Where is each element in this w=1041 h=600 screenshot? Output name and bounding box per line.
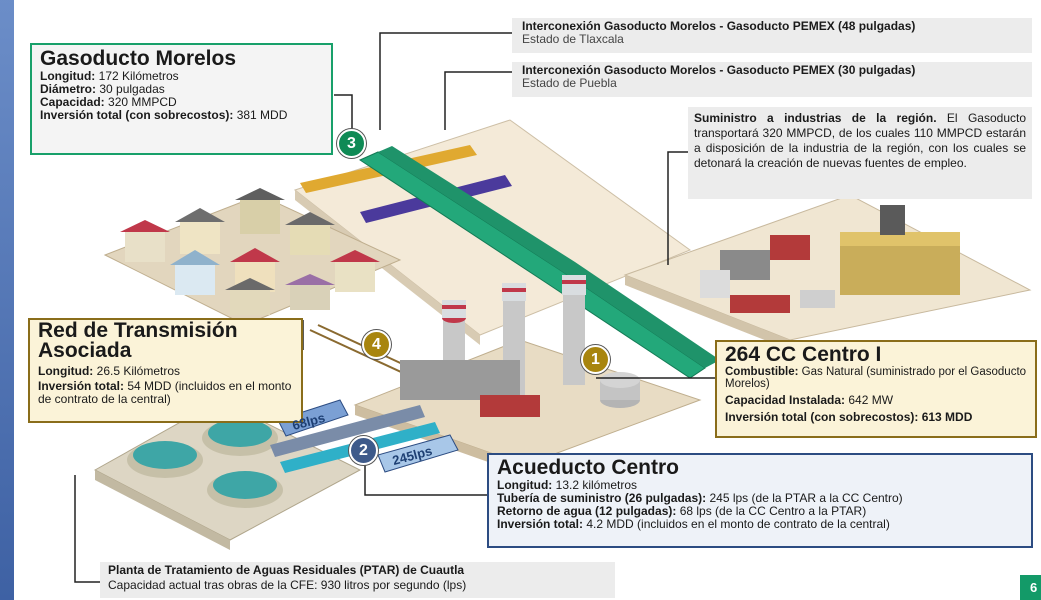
gasoducto-diametro-value: 30 pulgadas [96, 82, 165, 96]
red-inversion-label: Inversión total: [38, 379, 125, 393]
acueducto-tuberia-value: 245 lps (de la PTAR a la CC Centro) [706, 491, 903, 505]
centro-combustible-label: Combustible: [725, 366, 799, 378]
ptar-box: Planta de Tratamiento de Aguas Residuale… [100, 562, 615, 598]
connector-suministro [667, 151, 688, 265]
acueducto-inversion-label: Inversión total: [497, 517, 584, 531]
centro-inversion-label: Inversión total (con sobrecostos): [725, 410, 919, 424]
red-longitud-value: 26.5 Kilómetros [93, 364, 181, 378]
acueducto-retorno-value: 68 lps (de la CC Centro a la PTAR) [676, 504, 867, 518]
gasoducto-capacidad-label: Capacidad: [40, 95, 105, 109]
acueducto-box: Acueducto Centro Longitud: 13.2 kilómetr… [487, 453, 1033, 548]
acueducto-longitud-value: 13.2 kilómetros [552, 478, 638, 492]
red-inversion-value: 54 MDD (incluidos en el monto de contrat… [38, 379, 292, 406]
centro-inversion-value: 613 MDD [918, 410, 973, 424]
interconexion-48-title: Interconexión Gasoducto Morelos - Gasodu… [522, 19, 916, 33]
connector-int30 [444, 71, 512, 130]
industry-platform [623, 194, 1032, 341]
arrow-245lps [377, 434, 459, 473]
gasoducto-longitud-value: 172 Kilómetros [95, 69, 179, 83]
gasoducto-morelos-box: Gasoducto Morelos Longitud: 172 Kilómetr… [30, 43, 333, 155]
marker-3: 3 [337, 129, 366, 158]
connector-gasoducto [334, 94, 353, 132]
gasoducto-inversion-value: 381 MDD [233, 108, 288, 122]
centro-title: 264 CC Centro I [725, 343, 882, 366]
centro-combustible-value: Gas Natural (suministrado por el Gasoduc… [725, 366, 1027, 390]
interconexion-48-subtitle: Estado de Tlaxcala [522, 32, 624, 46]
ptar-title: Planta de Tratamiento de Aguas Residuale… [108, 563, 465, 577]
acueducto-longitud-label: Longitud: [497, 478, 553, 492]
centro-capacidad-label: Capacidad Instalada: [725, 393, 846, 407]
centro-box: 264 CC Centro I Combustible: Gas Natural… [715, 340, 1037, 438]
page-number: 6 [1030, 580, 1038, 595]
connector-ptar [74, 475, 100, 583]
gasoducto-title: Gasoducto Morelos [40, 47, 237, 70]
interconexion-30-box: Interconexión Gasoducto Morelos - Gasodu… [512, 62, 1032, 97]
acueducto-retorno-label: Retorno de agua (12 pulgadas): [497, 504, 677, 518]
marker-4: 4 [362, 330, 391, 359]
centro-capacidad-value: 642 MW [845, 393, 894, 407]
acueducto-inversion-value: 4.2 MDD (incluidos en el monto de contra… [583, 517, 890, 531]
suministro-text: El Gasoducto transportará 320 MMPCD, de … [694, 111, 1027, 170]
red-longitud-label: Longitud: [38, 364, 94, 378]
acueducto-title: Acueducto Centro [497, 456, 680, 479]
connector-acueducto [364, 455, 487, 496]
suministro-box: Suministro a industrias de la región. El… [688, 107, 1032, 199]
ptar-subtitle: Capacidad actual tras obras de la CFE: 9… [108, 578, 467, 592]
gasoducto-capacidad-value: 320 MMPCD [104, 95, 177, 109]
acueducto-tuberia-label: Tubería de suministro (26 pulgadas): [497, 491, 707, 505]
stack-3 [563, 295, 585, 385]
gasoducto-longitud-label: Longitud: [40, 69, 96, 83]
interconexion-30-title: Interconexión Gasoducto Morelos - Gasodu… [522, 63, 916, 77]
marker-2: 2 [349, 436, 378, 465]
page-number-tab [1020, 575, 1041, 600]
gasoducto-inversion-label: Inversión total (con sobrecostos): [40, 108, 234, 122]
connector-int48 [379, 32, 512, 130]
red-transmision-box: Red de Transmisión Asociada Longitud: 26… [28, 318, 303, 423]
marker-1: 1 [581, 345, 610, 374]
suministro-bold: Suministro a industrias de la región. [694, 111, 937, 125]
red-title: Red de Transmisión Asociada [38, 319, 238, 362]
arrow-68lps [277, 399, 349, 437]
interconexion-48-box: Interconexión Gasoducto Morelos - Gasodu… [512, 18, 1032, 53]
pipe-return [270, 405, 425, 457]
gasoducto-diametro-label: Diámetro: [40, 82, 97, 96]
interconexion-30-subtitle: Estado de Puebla [522, 76, 617, 90]
